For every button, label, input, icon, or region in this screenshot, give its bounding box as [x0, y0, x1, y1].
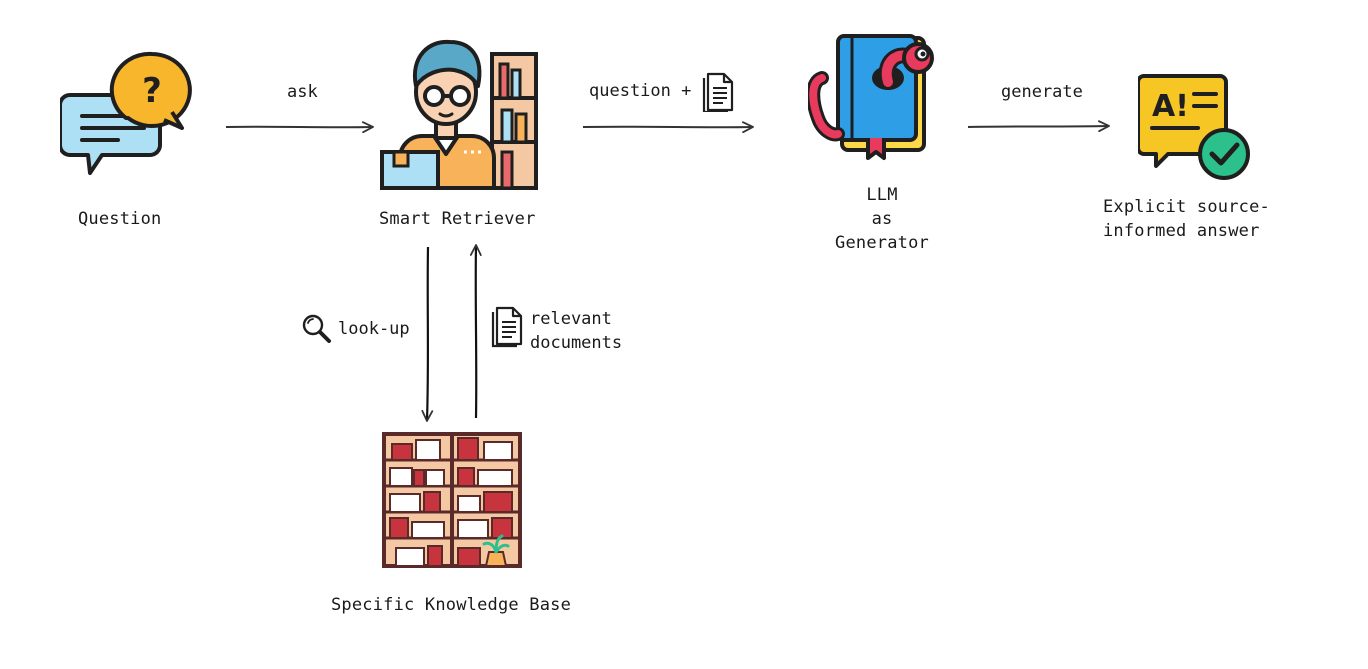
book-worm-icon — [808, 34, 934, 160]
arrow-generate — [967, 120, 1110, 133]
generator-label-line1: LLM — [866, 185, 898, 205]
arrow-ask — [225, 121, 374, 134]
svg-text:A!: A! — [1152, 89, 1189, 124]
retriever-label: Smart Retriever — [379, 209, 536, 229]
librarian-icon — [380, 39, 538, 190]
edge-label-lookup: look-up — [338, 319, 410, 339]
svg-text:?: ? — [142, 71, 162, 111]
ai-answer-check-icon: A! — [1138, 74, 1250, 180]
arrow-relevant-documents — [469, 244, 482, 419]
chat-question-icon: ? — [60, 51, 192, 175]
retriever-node — [380, 20, 540, 192]
relevant-doc — [489, 306, 525, 348]
document-icon — [491, 306, 523, 348]
question-label: Question — [78, 209, 162, 229]
edge-label-question-plus: question + — [589, 81, 692, 101]
document-icon — [702, 72, 734, 112]
bookshelf-icon — [382, 432, 522, 568]
generator-label-line3: Generator — [835, 233, 929, 253]
edge-label-ask: ask — [287, 82, 318, 102]
generator-label-line2: as — [871, 209, 893, 229]
question-node: ? — [60, 50, 200, 180]
arrow-question-plus — [582, 121, 754, 134]
edge-label-relevant-line2: documents — [530, 333, 623, 353]
lookup-magnifier — [300, 312, 332, 344]
edge-label-relevant-line1: relevant — [530, 309, 612, 329]
knowledge-label: Specific Knowledge Base — [331, 595, 572, 615]
generator-node — [808, 30, 938, 164]
edge-question-doc — [700, 72, 736, 112]
edge-label-generate: generate — [1001, 82, 1083, 102]
answer-label-line1: Explicit source- — [1103, 197, 1270, 217]
knowledge-node — [382, 432, 522, 570]
answer-label-line2: informed answer — [1103, 221, 1260, 241]
magnifier-icon — [302, 314, 331, 343]
answer-node: A! — [1138, 72, 1254, 184]
arrow-lookup — [421, 246, 434, 422]
